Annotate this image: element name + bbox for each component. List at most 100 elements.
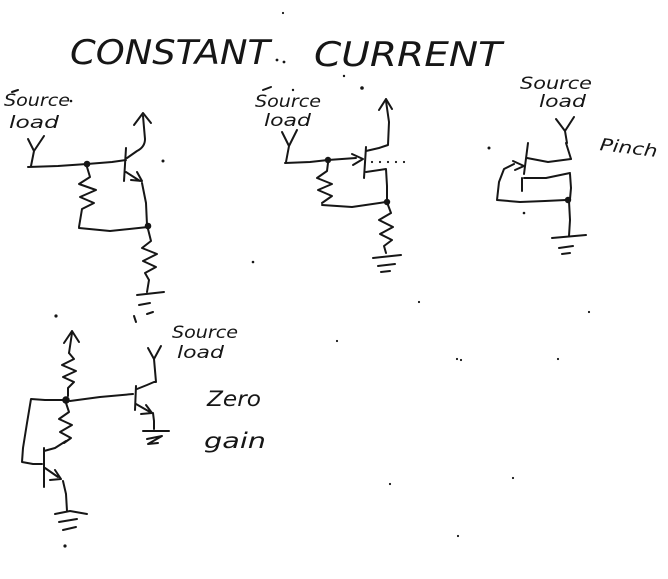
- stray-ink-dash: [262, 86, 272, 91]
- base-wire: [27, 159, 127, 168]
- gain-annotation: gain: [204, 429, 266, 453]
- transistor-channel-bar: [523, 142, 529, 175]
- gate-arrowhead: [351, 153, 364, 166]
- stray-ink-dot: [455, 357, 459, 361]
- stray-ink-dot: [522, 211, 526, 215]
- stray-marks: [11, 11, 591, 548]
- ground-symbol: [551, 234, 587, 255]
- stray-ink-dot: [161, 159, 165, 163]
- ink-dot: [386, 160, 390, 164]
- load-label: load: [9, 113, 59, 133]
- gate-wire: [284, 157, 357, 164]
- stray-ink-dot: [335, 339, 339, 343]
- circuit-top-left: Source load: [4, 91, 165, 306]
- ink-dot: [394, 160, 398, 164]
- transistor-channel-bar: [363, 146, 367, 179]
- ground-symbol: [54, 510, 88, 531]
- supply-arrow: [63, 330, 80, 354]
- source-wire: [523, 172, 572, 200]
- source-label: Source: [255, 92, 321, 112]
- source-load-terminal-y: [147, 345, 162, 360]
- ground-symbol: [136, 291, 165, 306]
- source-load-terminal-y: [27, 135, 45, 167]
- stray-ink-dot: [456, 534, 460, 538]
- junction-dot: [62, 396, 70, 404]
- drain-arrowhead: [378, 98, 393, 111]
- load-label: load: [177, 343, 224, 363]
- stray-ink-dot: [282, 60, 286, 64]
- ink-dot: [370, 160, 374, 164]
- collector-wire: [136, 358, 157, 390]
- stray-ink-dot: [556, 357, 560, 361]
- drain-wire: [526, 157, 572, 163]
- source-label: Source: [4, 91, 70, 111]
- stray-ink-dash: [11, 89, 19, 93]
- stray-ink-dot: [63, 544, 67, 548]
- load-label: load: [264, 111, 311, 131]
- stray-ink-dot: [275, 58, 279, 62]
- stray-ink-dot: [342, 74, 346, 78]
- load-label: load: [539, 92, 586, 112]
- circuit-bottom-left: Source load Zero gain: [21, 323, 266, 531]
- circuit-top-middle: Source load: [255, 92, 406, 273]
- emitter-wire-arrow: [125, 171, 148, 226]
- ground-symbol: [142, 430, 170, 445]
- stray-ink-dot: [587, 310, 591, 314]
- emitter-wire-arrow: [135, 403, 155, 430]
- drain-riser-wire: [565, 142, 572, 160]
- source-load-terminal-y: [555, 116, 575, 144]
- source-label: Source: [172, 323, 238, 343]
- page-title-word-2: CURRENT: [314, 35, 505, 75]
- ink-dot: [378, 160, 382, 164]
- source-resistor: [378, 204, 394, 254]
- stray-ink-dot: [291, 88, 295, 92]
- stray-ink-dash: [133, 315, 137, 323]
- gate-resistor: [316, 162, 333, 204]
- feedback-wire: [78, 226, 149, 232]
- junction-dot: [564, 196, 572, 204]
- mid-resistor: [58, 402, 73, 444]
- stray-ink-dot: [459, 358, 463, 362]
- base-wire: [69, 393, 134, 402]
- junction-dot: [324, 156, 332, 164]
- stray-ink-dot: [251, 260, 255, 264]
- transistor-base-bar: [123, 147, 127, 182]
- page-title-word-1: CONSTANT: [70, 33, 272, 73]
- transistor-base-bar: [134, 385, 137, 411]
- source-wire: [365, 168, 388, 202]
- stray-ink-dot: [281, 11, 285, 15]
- stray-ink-dot: [388, 482, 392, 486]
- drain-wire: [365, 100, 390, 152]
- junction-dot: [383, 198, 391, 206]
- circuit-top-right: Source load Pinch: [496, 74, 659, 255]
- ground-symbol: [372, 254, 402, 273]
- stray-ink-dot: [487, 146, 491, 150]
- ground-lead-wire: [568, 200, 571, 237]
- stray-ink-dot: [417, 300, 421, 304]
- source-label: Source: [520, 74, 592, 94]
- emitter-resistor: [141, 228, 158, 293]
- top-resistor: [61, 352, 77, 397]
- collector-arrowhead: [133, 112, 152, 126]
- mirror-loop-wire: [21, 398, 64, 465]
- stray-ink-dot: [511, 476, 515, 480]
- collector-wire: [126, 115, 146, 159]
- gate-arrowhead: [512, 160, 525, 171]
- stray-ink-dot: [360, 86, 364, 90]
- gate-loop-wire: [496, 163, 567, 203]
- emitter-wire-arrow: [44, 467, 68, 512]
- zero-annotation: Zero: [206, 387, 261, 411]
- feedback-wire: [321, 201, 387, 208]
- collector-wire: [43, 440, 67, 452]
- source-load-terminal-y: [281, 129, 298, 163]
- junction-dot: [83, 160, 91, 168]
- stray-ink-dash: [146, 311, 154, 315]
- stray-ink-dot: [54, 314, 58, 318]
- ink-dot: [402, 160, 406, 164]
- base-resistor: [78, 166, 97, 228]
- title-group: CONSTANT CURRENT: [70, 33, 505, 75]
- stray-ink-dot: [69, 99, 73, 103]
- pinch-annotation: Pinch: [599, 135, 659, 162]
